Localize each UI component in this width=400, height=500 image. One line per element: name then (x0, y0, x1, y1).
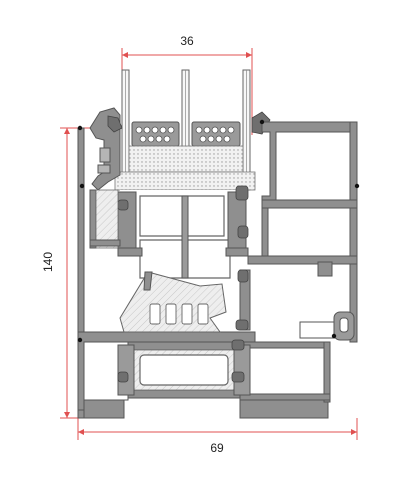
inner-frame-profile (239, 121, 358, 343)
frame-height-label: 140 (41, 252, 55, 272)
sash-gaskets (117, 185, 249, 383)
fixing-points (77, 119, 360, 343)
insulation-wedge (119, 271, 227, 333)
glazing-width-label: 36 (180, 34, 194, 48)
dimension-lines (60, 48, 358, 440)
dimension-arrows (64, 52, 357, 435)
thermal-break-lower (117, 344, 251, 396)
sash-lower-bead (89, 189, 121, 249)
thermal-break-upper (117, 190, 249, 280)
frame-width-label: 69 (210, 441, 224, 455)
spacer-bars (131, 121, 241, 147)
glazing-bed (114, 171, 256, 191)
glazing-unit (114, 69, 256, 191)
edge-sealant (128, 145, 244, 173)
